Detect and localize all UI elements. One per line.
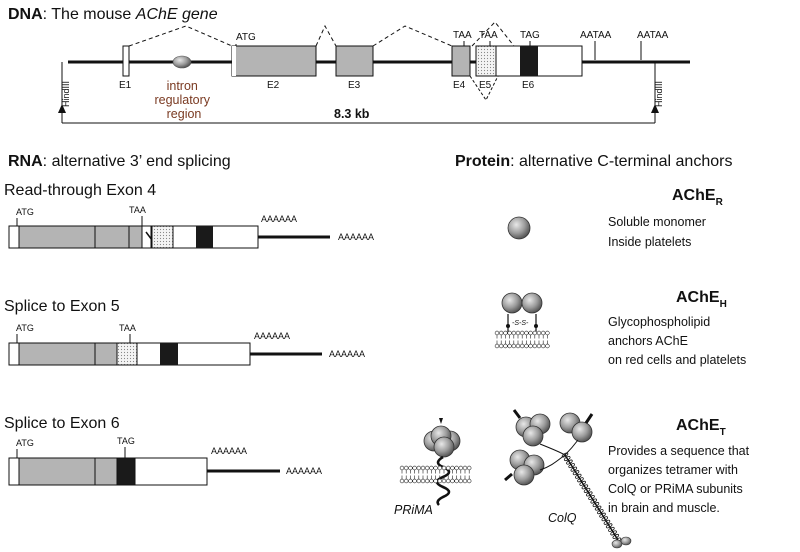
variant-2-atg: ATG (16, 323, 34, 333)
ache-r-name: AChER (672, 187, 724, 208)
ache-t-name: AChET (676, 417, 726, 438)
dna-aataa-1: AATAA (580, 30, 612, 41)
size-label: 8.3 kb (334, 107, 370, 121)
exon-e4 (451, 45, 471, 77)
exon-e6-coding (520, 46, 538, 76)
intron-label: intron regulatory region (154, 79, 213, 121)
label-e3: E3 (348, 80, 361, 91)
exon-e3 (335, 45, 374, 77)
variant-2-polya-2: AAAAAA (329, 349, 365, 359)
variant-3-polya-2: AAAAAA (286, 466, 322, 476)
variant-2-stop: TAA (119, 323, 136, 333)
variant-2-transcript (8, 342, 322, 366)
variant-3-polya-1: AAAAAA (211, 446, 247, 456)
hindiii-right: HindIII (654, 81, 664, 107)
colq-tail-globules (611, 536, 632, 549)
ache-r-desc: Soluble monomer Inside platelets (608, 215, 709, 249)
intron-regulatory-element (172, 55, 192, 69)
exon-e6 (495, 45, 583, 77)
variant-3-transcript (8, 457, 280, 486)
protein-heading: Protein: alternative C-terminal anchors (455, 153, 732, 170)
dna-aataa-2: AATAA (637, 30, 669, 41)
dna-taa-1: TAA (453, 30, 472, 41)
variant-1-atg: ATG (16, 207, 34, 217)
variant-1-stop: TAA (129, 205, 146, 215)
prima-tetramer (423, 418, 461, 506)
membrane-bilayer-t (399, 465, 472, 484)
exon-e2 (231, 45, 317, 77)
label-e6: E6 (522, 80, 535, 91)
alt-splice-below (469, 75, 499, 101)
variant-2-title: Splice to Exon 5 (4, 298, 120, 315)
variant-2-polya-1: AAAAAA (254, 331, 290, 341)
dna-atg: ATG (236, 32, 256, 43)
ache-t-desc: Provides a sequence that organizes tetra… (608, 444, 753, 515)
ache-h-desc: Glycophospholipid anchors AChE on red ce… (608, 315, 746, 367)
variant-1-title: Read-through Exon 4 (4, 182, 156, 199)
label-e5: E5 (479, 80, 492, 91)
colq-tetramer (504, 409, 619, 541)
variant-1-polya-1: AAAAAA (261, 214, 297, 224)
monomer-sphere (507, 216, 531, 240)
variant-1-polya-2: AAAAAA (338, 232, 374, 242)
colq-label: ColQ (548, 511, 577, 525)
membrane-bilayer-h (494, 330, 550, 349)
colq-triple-helix (561, 452, 622, 543)
variant-3-title: Splice to Exon 6 (4, 415, 120, 432)
hindiii-left: HindIII (61, 81, 71, 107)
disulfide-label: -S-S- (512, 320, 529, 327)
dna-taa-2: TAA (479, 30, 498, 41)
variant-3-stop: TAG (117, 436, 135, 446)
label-e1: E1 (119, 80, 132, 91)
dna-heading: DNA: The mouse AChE gene (8, 6, 218, 23)
prima-label: PRiMA (394, 503, 433, 517)
variant-1-transcript (8, 225, 330, 249)
dna-tag: TAG (520, 30, 540, 41)
exon-e1 (122, 45, 130, 77)
rna-heading: RNA: alternative 3’ end splicing (8, 153, 231, 170)
ache-h-name: AChEH (676, 289, 727, 310)
label-e4: E4 (453, 80, 466, 91)
splice-lines (128, 21, 515, 47)
variant-3-atg: ATG (16, 438, 34, 448)
label-e2: E2 (267, 80, 280, 91)
exon-e5 (475, 45, 497, 77)
dimer-gpi-anchored: -S-S- (501, 292, 543, 332)
